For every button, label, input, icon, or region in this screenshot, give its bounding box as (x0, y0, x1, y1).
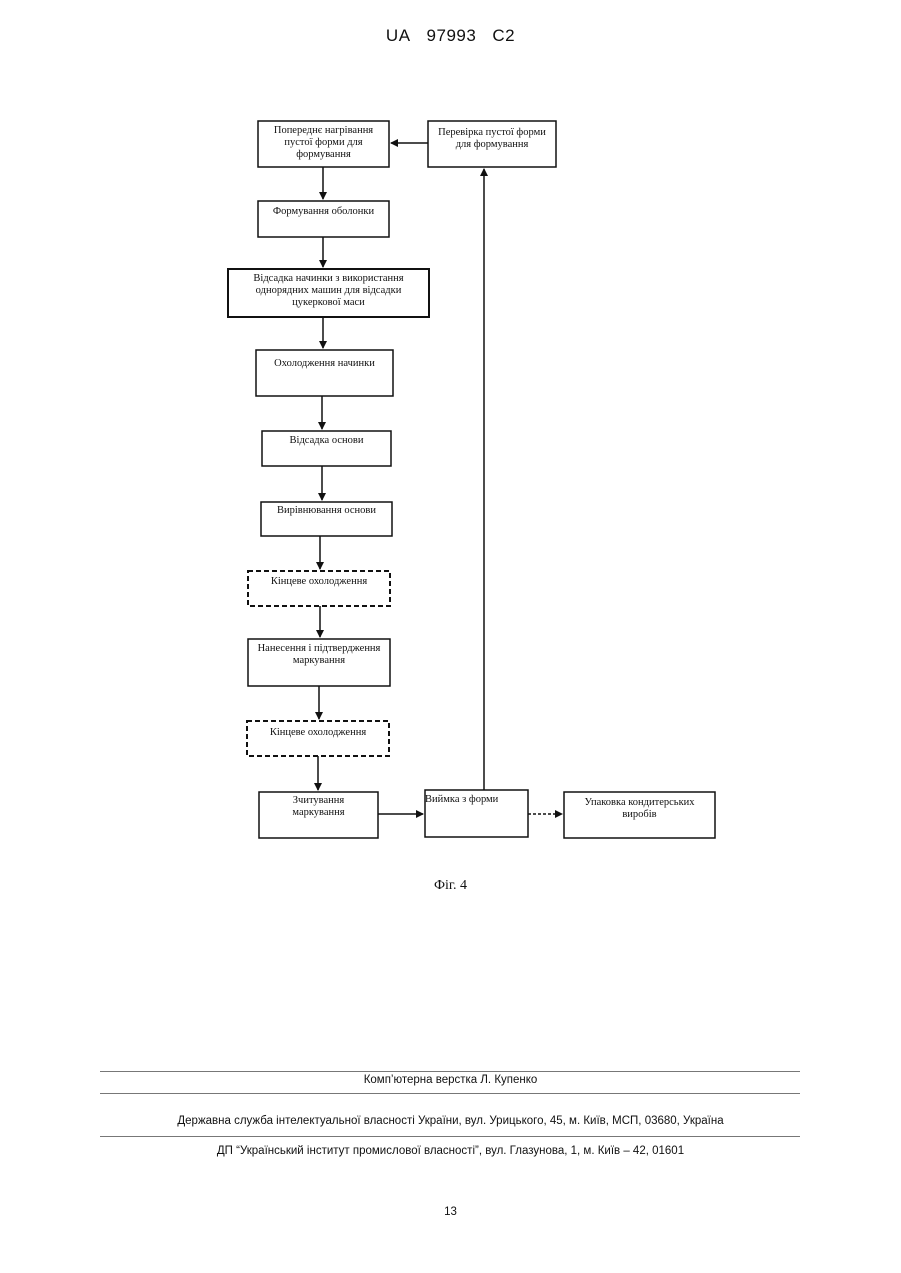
label-final-cool-1: Кінцеве охолодження (248, 576, 390, 588)
label-read-marking: Зчитування маркування (259, 795, 378, 819)
label-demold: Виймка з форми (425, 794, 528, 806)
box-cool-filling (256, 350, 393, 396)
figure-label: Фіг. 4 (0, 878, 901, 894)
footer-rule-bottom (100, 1136, 800, 1137)
label-check-empty: Перевірка пустої форми для формування (428, 127, 556, 151)
label-marking: Нанесення і підтвердження маркування (248, 643, 390, 667)
footer-office: Державна служба інтелектуальної власност… (0, 1115, 901, 1127)
label-filling: Відсадка начинки з використання однорядн… (228, 273, 429, 309)
footer-rule-mid (100, 1093, 800, 1094)
footer-institute: ДП “Український інститут промислової вла… (0, 1145, 901, 1157)
label-final-cool-2: Кінцеве охолодження (247, 727, 389, 739)
label-packaging: Упаковка кондитерських виробів (564, 797, 715, 821)
label-cool-filling: Охолодження начинки (256, 358, 393, 370)
footer-typesetting: Комп’ютерна верстка Л. Купенко (0, 1074, 901, 1086)
label-level-base: Вирівнювання основи (261, 505, 392, 517)
page-number: 13 (0, 1206, 901, 1218)
footer-rule-top (100, 1071, 800, 1072)
label-preheat: Попереднє нагрівання пустої форми для фо… (258, 125, 389, 161)
label-shell: Формування оболонки (258, 206, 389, 218)
label-base: Відсадка основи (262, 435, 391, 447)
